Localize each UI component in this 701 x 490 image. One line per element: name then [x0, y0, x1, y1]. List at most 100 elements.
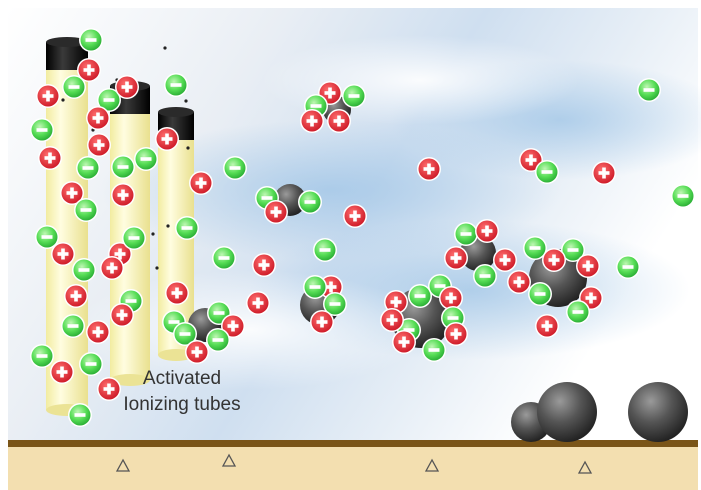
dust-particle	[628, 382, 688, 442]
dust-speck	[163, 46, 167, 50]
floor	[8, 444, 698, 490]
plus-bar-v	[329, 281, 333, 293]
positive-ion-icon	[155, 127, 179, 151]
negative-ion-icon	[535, 160, 559, 184]
floor-triangle-icon	[115, 458, 131, 472]
plus-bar-v	[337, 115, 341, 127]
negative-ion-icon	[566, 300, 590, 324]
plus-bar-v	[262, 259, 266, 271]
positive-ion-icon	[380, 308, 404, 332]
minus-bar	[68, 85, 80, 89]
positive-ion-icon	[185, 340, 209, 364]
negative-ion-icon	[175, 216, 199, 240]
minus-bar	[117, 165, 129, 169]
minus-bar	[181, 226, 193, 230]
positive-ion-icon	[87, 133, 111, 157]
minus-bar	[41, 235, 53, 239]
negative-ion-icon	[68, 403, 92, 427]
negative-ion-icon	[74, 198, 98, 222]
positive-ion-icon	[493, 248, 517, 272]
positive-ion-icon	[60, 181, 84, 205]
plus-bar-v	[602, 167, 606, 179]
negative-ion-icon	[76, 156, 100, 180]
positive-ion-icon	[417, 157, 441, 181]
dust-particle	[537, 382, 597, 442]
tube-cap-top	[46, 37, 88, 47]
plus-bar-v	[517, 276, 521, 288]
positive-ion-icon	[51, 242, 75, 266]
negative-ion-icon	[323, 292, 347, 316]
caption-line-2: Ionizing tubes	[123, 394, 241, 415]
plus-bar-v	[107, 383, 111, 395]
positive-ion-icon	[310, 310, 334, 334]
plus-bar-v	[310, 115, 314, 127]
plus-bar-v	[485, 225, 489, 237]
minus-bar	[125, 299, 137, 303]
minus-bar	[36, 128, 48, 132]
plus-bar-v	[402, 336, 406, 348]
minus-bar	[179, 332, 191, 336]
plus-bar-v	[97, 139, 101, 151]
positive-ion-icon	[507, 270, 531, 294]
plus-bar-v	[390, 314, 394, 326]
floor-triangle-icon	[577, 460, 593, 474]
minus-bar	[447, 316, 459, 320]
ions	[30, 28, 695, 427]
plus-bar-v	[274, 206, 278, 218]
plus-bar-v	[256, 297, 260, 309]
plus-bar-v	[552, 254, 556, 266]
minus-bar	[677, 194, 689, 198]
minus-bar	[229, 166, 241, 170]
negative-ion-icon	[342, 84, 366, 108]
positive-ion-icon	[343, 204, 367, 228]
plus-bar-v	[353, 210, 357, 222]
plus-bar-v	[110, 262, 114, 274]
plus-bar-v	[175, 287, 179, 299]
positive-ion-icon	[576, 254, 600, 278]
negative-ion-icon	[454, 222, 478, 246]
negative-ion-icon	[616, 255, 640, 279]
positive-ion-icon	[100, 256, 124, 280]
plus-bar-v	[70, 187, 74, 199]
positive-ion-icon	[439, 286, 463, 310]
plus-bar-v	[328, 87, 332, 99]
minus-bar	[479, 274, 491, 278]
minus-bar	[572, 310, 584, 314]
minus-bar	[78, 268, 90, 272]
caption-line-1: Activated	[142, 368, 222, 389]
positive-ion-icon	[252, 253, 276, 277]
minus-bar	[428, 348, 440, 352]
positive-ion-icon	[97, 377, 121, 401]
plus-bar-v	[121, 189, 125, 201]
minus-bar	[414, 294, 426, 298]
plus-bar-v	[529, 154, 533, 166]
plus-bar-v	[165, 133, 169, 145]
dust-speck	[151, 232, 155, 236]
positive-ion-icon	[300, 109, 324, 133]
plus-bar-v	[61, 248, 65, 260]
positive-ion-icon	[110, 303, 134, 327]
dust-speck	[184, 99, 188, 103]
plus-bar-v	[96, 112, 100, 124]
minus-bar	[304, 200, 316, 204]
positive-ion-icon	[592, 161, 616, 185]
minus-bar	[140, 157, 152, 161]
dust-speck	[61, 98, 65, 102]
minus-bar	[541, 170, 553, 174]
minus-bar	[622, 265, 634, 269]
negative-ion-icon	[79, 352, 103, 376]
minus-bar	[213, 311, 225, 315]
dust-speck	[166, 224, 170, 228]
minus-bar	[567, 248, 579, 252]
plus-bar-v	[87, 64, 91, 76]
minus-bar	[460, 232, 472, 236]
minus-bar	[168, 320, 180, 324]
positive-ion-icon	[111, 183, 135, 207]
minus-bar	[261, 196, 273, 200]
negative-ion-icon	[303, 275, 327, 299]
minus-bar	[212, 338, 224, 342]
minus-bar	[74, 413, 86, 417]
positive-ion-icon	[384, 290, 408, 314]
plus-bar-v	[60, 366, 64, 378]
